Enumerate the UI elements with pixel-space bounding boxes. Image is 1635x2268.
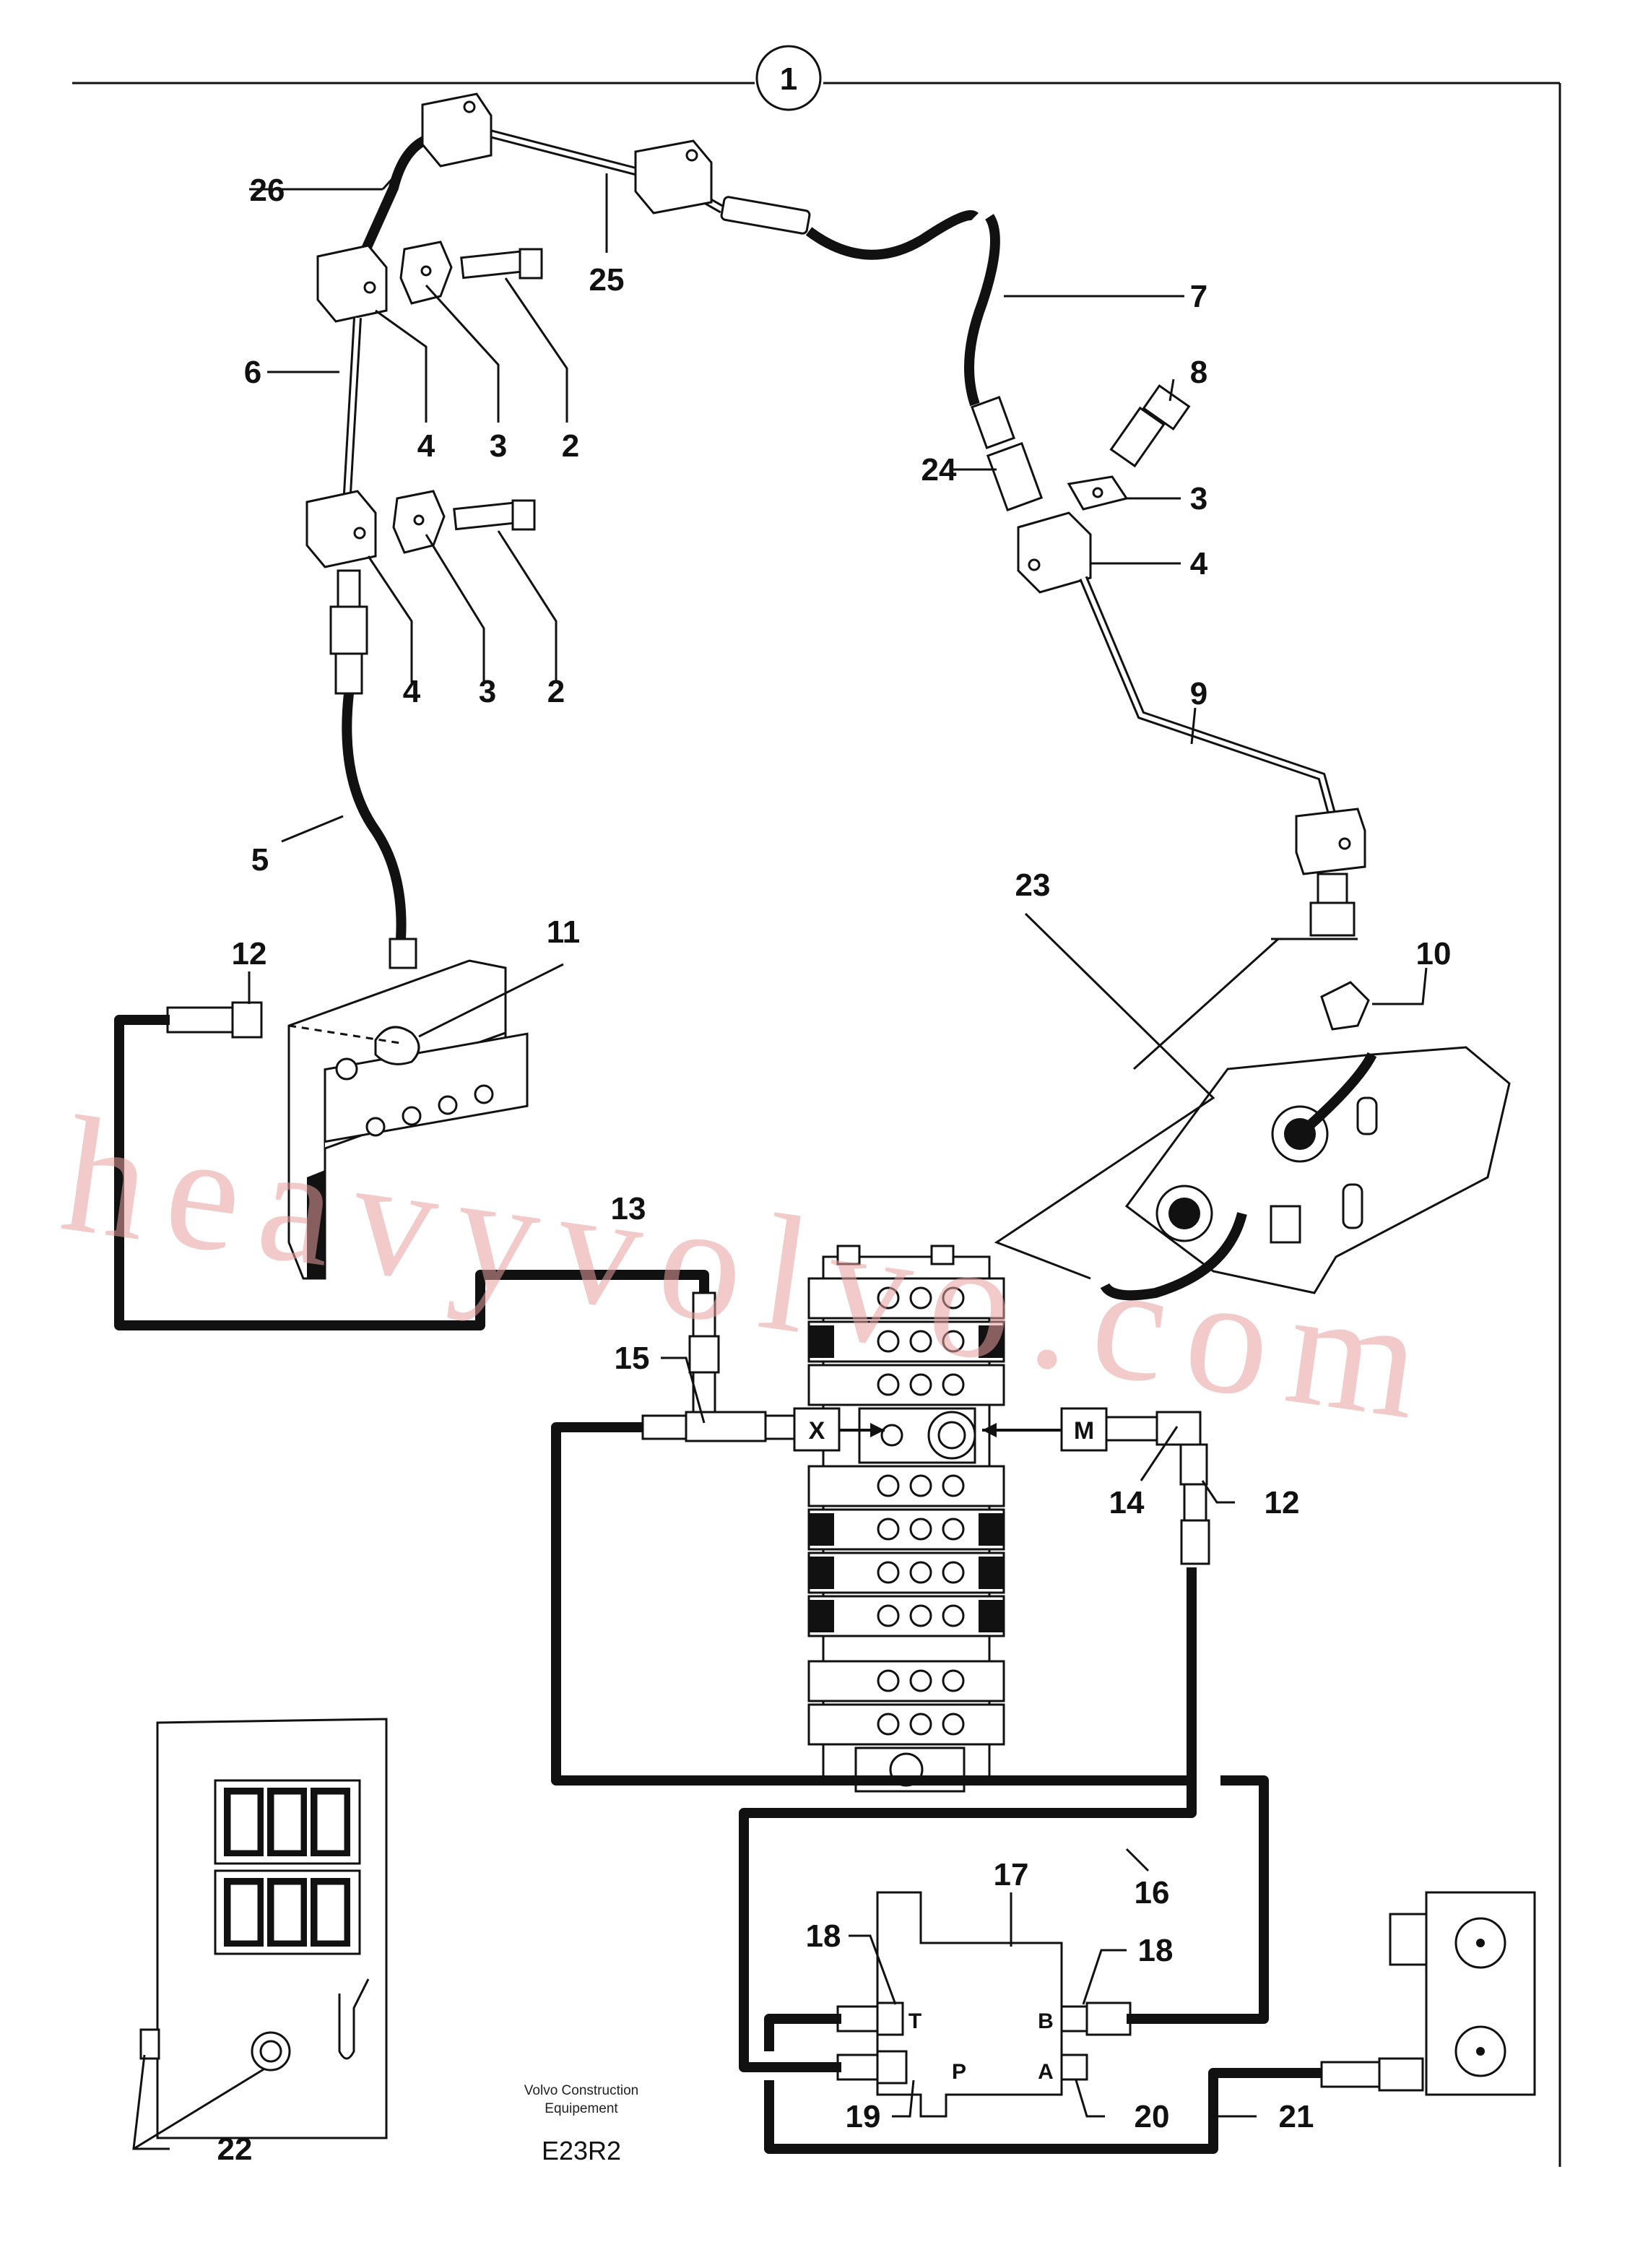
hose-7 <box>805 210 1000 407</box>
callout-2-lower: 2 <box>547 674 565 709</box>
bolt-left-upper <box>460 249 529 280</box>
right-actuator <box>1320 1891 1536 2096</box>
callout-4-upper: 4 <box>417 428 435 464</box>
leader-lines <box>132 172 1428 2150</box>
callout-7: 7 <box>1190 279 1207 314</box>
clamp-bottom-right <box>1295 808 1366 875</box>
box-x <box>793 1407 841 1452</box>
callout-14: 14 <box>1109 1485 1145 1520</box>
plug-10 <box>1320 981 1370 1031</box>
port-t: T <box>908 2009 921 2033</box>
callout-5: 5 <box>251 842 269 878</box>
hose-26 <box>356 132 435 262</box>
hose-t <box>764 2014 841 2051</box>
drawing-frame: 1 <box>72 45 1561 2167</box>
callout-13: 13 <box>611 1191 646 1226</box>
callouts: 26 25 7 8 24 3 4 9 10 23 6 4 3 2 4 3 2 5… <box>217 173 1452 2167</box>
callout-3-right: 3 <box>1190 481 1207 516</box>
valve-port-circles <box>877 1286 965 1736</box>
box-m-label: M <box>1074 1417 1094 1445</box>
callout-18-left: 18 <box>806 1918 841 1954</box>
callout-9: 9 <box>1190 676 1207 711</box>
fitting-20 <box>1060 2053 1088 2081</box>
hose-13 <box>114 1015 709 1330</box>
callout-26: 26 <box>250 173 285 208</box>
clamp-left-lower <box>305 490 377 568</box>
selector-valve: T B P A <box>836 1891 1132 2118</box>
callout-6: 6 <box>244 355 261 390</box>
tee-15 <box>685 1411 767 1442</box>
bolt-left-lower <box>453 501 522 531</box>
callout-19: 19 <box>846 2099 881 2134</box>
hose-coupler <box>1100 1212 1247 1301</box>
fitting-12-right <box>1179 1443 1208 1486</box>
upper-line-assembly <box>305 92 1370 1031</box>
view-number: 1 <box>780 61 797 97</box>
control-panel <box>139 1718 388 2139</box>
valve-17-body <box>876 1891 1063 2118</box>
fitting-19 <box>836 2053 879 2081</box>
quick-coupler <box>1100 1046 1511 1301</box>
clamp-top-left <box>421 92 493 168</box>
valve-sections <box>807 1277 1005 1746</box>
left-valve-block <box>166 959 529 1280</box>
footer-company-line1: Volvo Construction <box>524 2083 638 2098</box>
clamp-top-middle <box>634 139 713 215</box>
fitting-10a <box>1309 901 1356 937</box>
footer-code: E23R2 <box>542 2136 621 2165</box>
port-a: A <box>1038 2060 1054 2084</box>
callout-16: 16 <box>1135 1875 1170 1910</box>
clamp-left-upper <box>316 244 388 323</box>
port-p: P <box>952 2060 966 2084</box>
fitting-left <box>329 605 368 655</box>
box-x-label: X <box>809 1417 825 1445</box>
callout-10: 10 <box>1416 936 1452 971</box>
callout-12-left: 12 <box>232 936 267 971</box>
hose-21 <box>764 2068 1322 2154</box>
clamp-right <box>1017 511 1092 594</box>
callout-11: 11 <box>547 914 581 950</box>
callout-25: 25 <box>589 262 625 298</box>
hose-5 <box>342 693 407 940</box>
fitting-18-left <box>836 2005 879 2033</box>
fitting-12-left <box>166 1006 234 1034</box>
callout-22: 22 <box>217 2131 253 2167</box>
fitting-18-right <box>1060 2005 1088 2033</box>
callout-15: 15 <box>615 1341 650 1376</box>
hose-16-b <box>1127 1775 1269 2024</box>
hose-16-p <box>739 1780 1197 2072</box>
tee-14 <box>1155 1411 1202 1446</box>
port-b: B <box>1038 2009 1054 2033</box>
fitting-11 <box>374 1026 420 1065</box>
footer: Volvo Construction Equipement E23R2 <box>524 2083 638 2165</box>
callout-17: 17 <box>994 1857 1029 1892</box>
callout-20: 20 <box>1135 2099 1170 2134</box>
callout-2-upper: 2 <box>562 428 579 464</box>
callout-12-right: 12 <box>1265 1485 1300 1520</box>
callout-18-right: 18 <box>1138 1933 1174 1968</box>
fitting-25 <box>720 196 811 235</box>
pilot-connections: X M <box>641 1291 1210 1565</box>
callout-23: 23 <box>1015 867 1051 903</box>
bolt-8 <box>1109 406 1166 468</box>
view-number-circle <box>755 45 822 111</box>
hose-return-loop <box>551 1422 1197 1786</box>
callout-8: 8 <box>1190 355 1207 390</box>
callout-3-lower: 3 <box>479 674 496 709</box>
footer-company-line2: Equipement <box>545 2101 618 2116</box>
callout-21: 21 <box>1279 2099 1314 2134</box>
callout-4-right: 4 <box>1190 546 1208 581</box>
callout-3-upper: 3 <box>490 428 507 464</box>
callout-24: 24 <box>921 452 957 488</box>
fitting-24 <box>986 441 1044 512</box>
pipe-9 <box>1079 576 1337 818</box>
callout-4-lower: 4 <box>403 674 421 709</box>
